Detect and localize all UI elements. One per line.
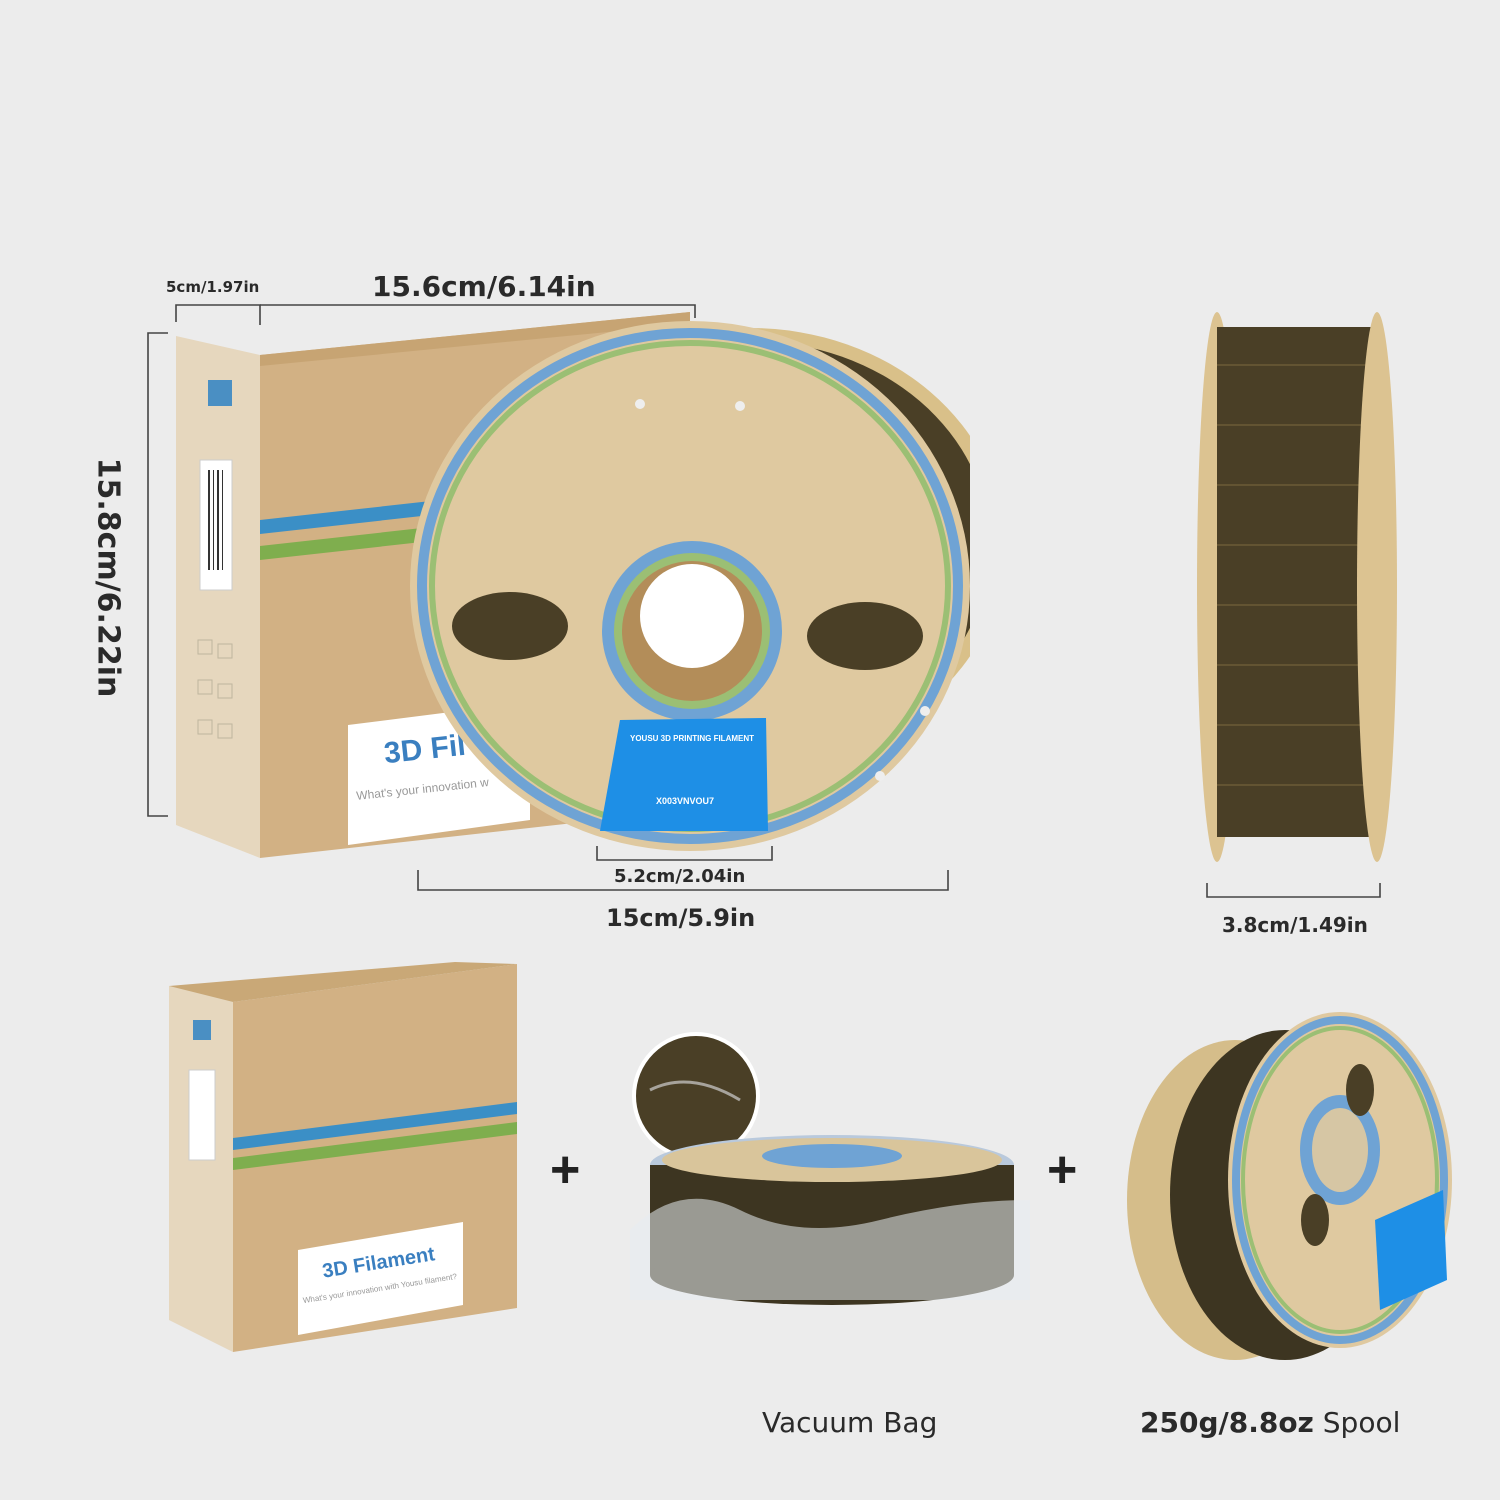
spool-caption: 250g/8.8oz Spool [1140, 1406, 1400, 1439]
spool-diameter-label: 15cm/5.9in [606, 904, 756, 932]
hub-diameter-label: 5.2cm/2.04in [614, 866, 746, 887]
spool-caption-weight: 250g/8.8oz [1140, 1406, 1314, 1439]
box-height-label: 15.8cm/6.22in [90, 457, 126, 698]
spool-caption-word: Spool [1322, 1406, 1401, 1439]
vacuum-bagged-spool [630, 1032, 1030, 1305]
spool-width-label: 3.8cm/1.49in [1222, 913, 1368, 937]
filament-spool-front [410, 321, 970, 851]
box-depth-label: 5cm/1.97in [166, 278, 260, 296]
spool-label-header: YOUSU 3D PRINTING FILAMENT [630, 734, 755, 743]
plus-sign-2: + [1047, 1141, 1078, 1199]
filament-spool-side [1197, 312, 1397, 862]
box-width-label: 15.6cm/6.14in [372, 270, 596, 303]
vacuum-bag-caption: Vacuum Bag [762, 1406, 938, 1439]
plus-sign-1: + [550, 1141, 581, 1199]
filament-box-bottom [169, 962, 517, 1352]
filament-spool-angled [1127, 1012, 1452, 1360]
spool-label-code: X003VNVOU7 [656, 796, 715, 806]
